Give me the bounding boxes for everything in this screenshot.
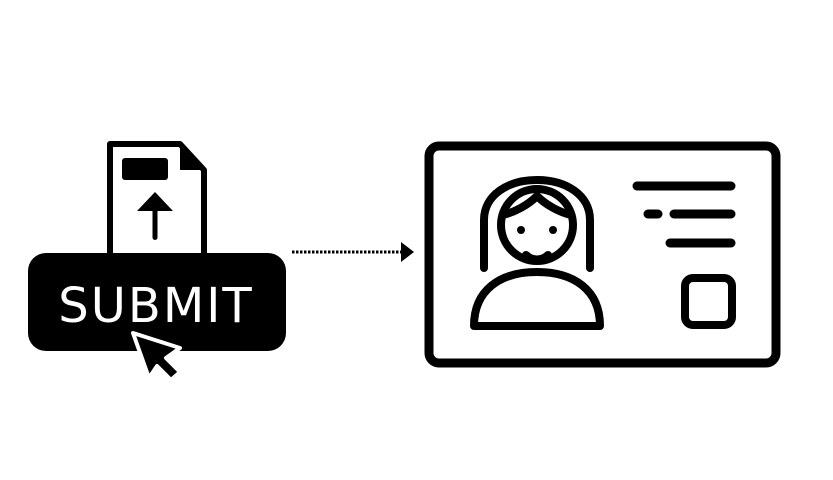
person-avatar-icon bbox=[470, 176, 604, 330]
id-card-icon bbox=[424, 141, 781, 368]
submit-button[interactable]: SUBMIT bbox=[28, 253, 286, 351]
submit-button-label: SUBMIT bbox=[58, 278, 253, 334]
document-upload-icon bbox=[107, 141, 207, 256]
cursor-icon bbox=[131, 331, 182, 382]
dotted-arrow-icon bbox=[292, 242, 414, 262]
